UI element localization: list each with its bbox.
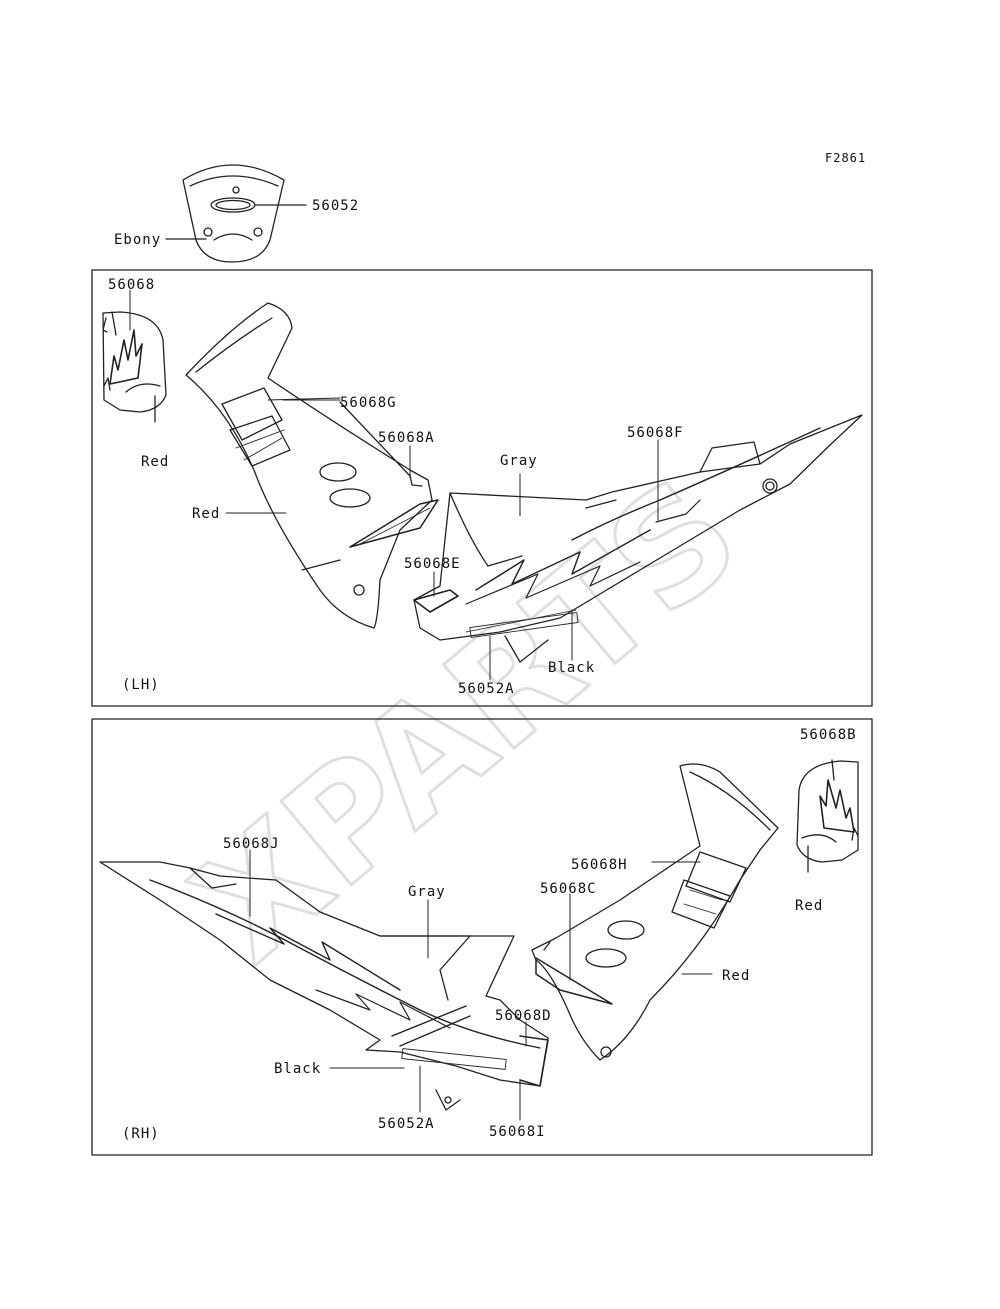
side-label-lh: (LH): [122, 677, 160, 693]
part-number-56052a-rh: 56052A: [378, 1116, 435, 1132]
lh-rear-cowl: [413, 414, 863, 663]
part-number-56068a: 56068A: [378, 430, 435, 446]
lh-leader-lines: [129, 289, 659, 681]
part-number-56068i: 56068I: [489, 1124, 546, 1140]
part-number-56052: 56052: [312, 198, 360, 214]
rh-small-cover: [796, 759, 859, 873]
color-label-red-rh-cover: Red: [795, 898, 824, 914]
color-label-black-lh: Black: [548, 660, 596, 676]
color-label-ebony: Ebony: [114, 232, 162, 248]
part-number-56068b: 56068B: [800, 727, 857, 743]
part-number-56068: 56068: [108, 277, 156, 293]
color-label-red-lh-panel: Red: [192, 506, 221, 522]
color-label-gray-rh: Gray: [408, 884, 446, 900]
rh-front-side-panel: [531, 763, 779, 1061]
part-number-56068h: 56068H: [571, 857, 628, 873]
part-number-56068f: 56068F: [627, 425, 684, 441]
lh-small-cover: [102, 311, 167, 423]
side-label-rh: (RH): [122, 1126, 160, 1142]
svg-text:XPARTS: XPARTS: [163, 446, 770, 995]
rh-panel-frame: [91, 718, 873, 1156]
watermark: XPARTS: [162, 445, 772, 997]
lh-front-side-panel: [185, 302, 439, 629]
front-cowl-drawing: [165, 164, 307, 263]
lh-panel-frame: [91, 269, 873, 707]
part-number-56068j: 56068J: [223, 836, 280, 852]
part-number-56068e: 56068E: [404, 556, 461, 572]
part-number-56068c: 56068C: [540, 881, 597, 897]
rh-rear-cowl: [99, 861, 549, 1111]
part-number-56052a-lh: 56052A: [458, 681, 515, 697]
part-number-56068d: 56068D: [495, 1008, 552, 1024]
color-label-red-rh-panel: Red: [722, 968, 751, 984]
rh-leader-lines: [249, 849, 713, 1121]
color-label-black-rh: Black: [274, 1061, 322, 1077]
figure-id: F2861: [825, 151, 867, 165]
color-label-red-lh-cover: Red: [141, 454, 170, 470]
part-number-56068g: 56068G: [340, 395, 397, 411]
color-label-gray-lh: Gray: [500, 453, 538, 469]
